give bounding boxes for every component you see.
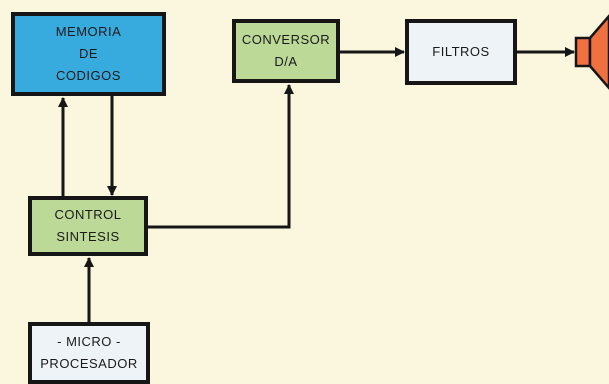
microprocesador-block: - MICRO - PROCESADOR (28, 322, 150, 384)
speaker-icon (574, 14, 609, 90)
control-sintesis-block: CONTROL SINTESIS (28, 196, 148, 256)
micro-line-2: PROCESADOR (40, 356, 138, 371)
micro-line-1: - MICRO - (57, 334, 121, 349)
control-line-1: CONTROL (54, 207, 122, 222)
conversor-line-1: CONVERSOR (241, 32, 331, 47)
conversor-da-block: CONVERSOR D/A (232, 19, 340, 83)
memoria-line-3: CODIGOS (56, 68, 121, 83)
filtros-block: FILTROS (405, 19, 517, 85)
memoria-de-codigos-block: MEMORIA DE CODIGOS (11, 12, 166, 96)
arrow-control-to-conversor (147, 84, 294, 229)
control-line-2: SINTESIS (56, 229, 120, 244)
filtros-label: FILTROS (432, 44, 490, 59)
memoria-line-1: MEMORIA (55, 24, 122, 39)
memoria-line-2: DE (78, 46, 99, 61)
conversor-line-2: D/A (274, 54, 298, 69)
